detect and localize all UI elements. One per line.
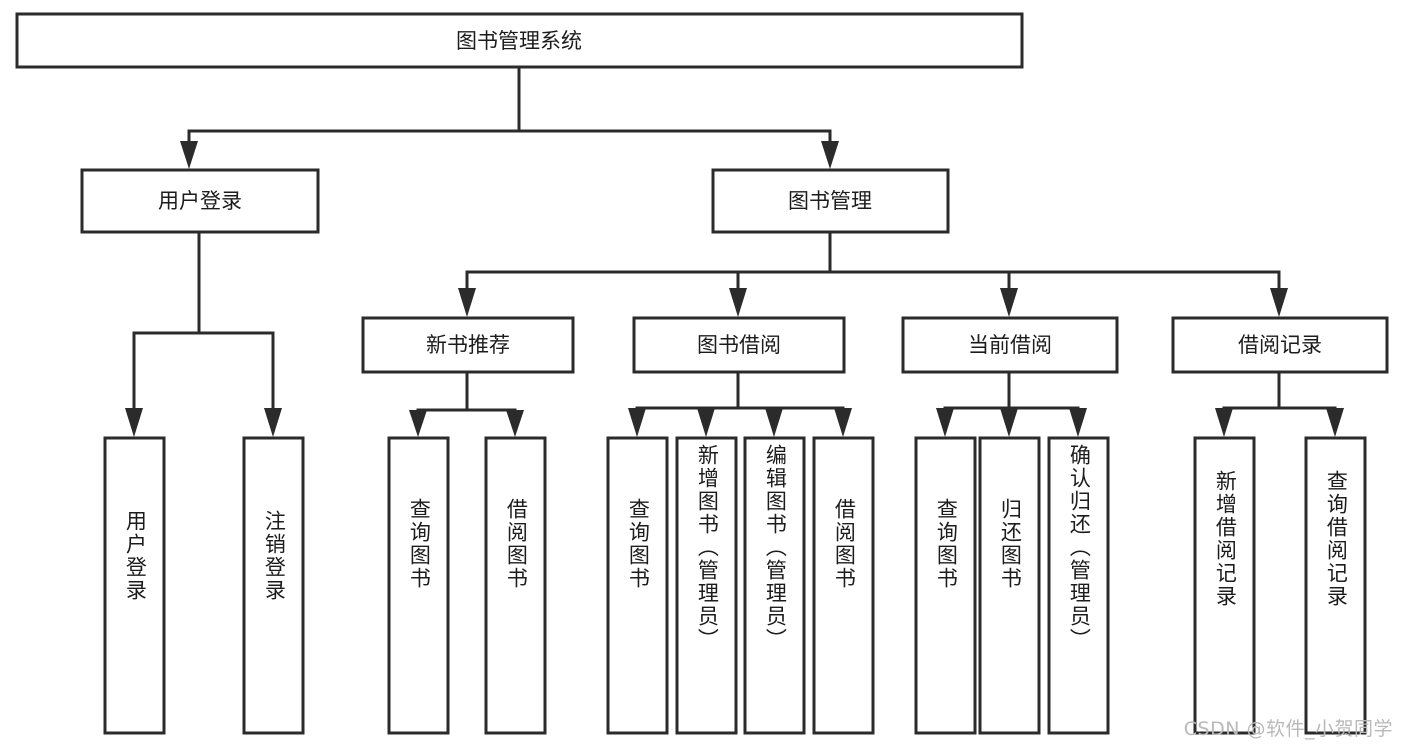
node-user-login-box[interactable] bbox=[80, 168, 320, 234]
leaf-box-cur-confirm[interactable] bbox=[1047, 436, 1110, 735]
node-book-borrow-box[interactable] bbox=[632, 316, 846, 374]
leaf-box-rec-query[interactable] bbox=[387, 436, 450, 735]
arrow-to-leaf-rec-query bbox=[409, 410, 427, 437]
arrow-to-leaf-cur-return bbox=[1000, 408, 1018, 437]
arrow-to-book-manage bbox=[821, 141, 839, 169]
node-root-label: 图书管理系统 bbox=[456, 29, 582, 53]
arrow-to-leaf-rec-borrow bbox=[506, 410, 524, 437]
leaf-box-borrow-do[interactable] bbox=[812, 436, 875, 735]
arrow-to-leaf-user-logout bbox=[264, 408, 282, 437]
node-new-book-rec-label: 新书推荐 bbox=[426, 333, 510, 357]
leaf-box-group bbox=[103, 436, 1367, 735]
arrow-to-leaf-borrow-do bbox=[834, 408, 852, 437]
leaf-box-rec-search[interactable] bbox=[1304, 436, 1367, 735]
leaf-box-borrow-add[interactable] bbox=[675, 436, 738, 735]
arrow-to-current-borrow bbox=[1000, 288, 1018, 317]
node-book-manage[interactable]: 图书管理 bbox=[711, 168, 950, 234]
node-book-borrow-label: 图书借阅 bbox=[697, 333, 781, 357]
leaf-box-borrow-edit[interactable] bbox=[743, 436, 806, 735]
node-current-borrow[interactable]: 当前借阅 bbox=[901, 316, 1119, 374]
node-new-book-rec-box[interactable] bbox=[361, 316, 575, 374]
node-new-book-rec[interactable]: 新书推荐 bbox=[361, 316, 575, 374]
arrow-to-leaf-borrow-query bbox=[628, 408, 646, 437]
leaf-box-rec-add[interactable] bbox=[1193, 436, 1256, 735]
connector-group bbox=[125, 65, 1344, 437]
leaf-box-user-login[interactable] bbox=[103, 436, 166, 735]
node-root-box[interactable] bbox=[15, 12, 1024, 69]
leaf-box-user-logout[interactable] bbox=[242, 436, 305, 735]
arrow-to-user-login bbox=[180, 141, 198, 169]
leaf-box-rec-borrow[interactable] bbox=[484, 436, 547, 735]
node-current-borrow-label: 当前借阅 bbox=[968, 333, 1052, 357]
node-borrow-record[interactable]: 借阅记录 bbox=[1171, 316, 1389, 374]
node-user-login-label: 用户登录 bbox=[158, 189, 242, 213]
node-book-manage-box[interactable] bbox=[711, 168, 950, 234]
arrow-to-book-borrow bbox=[729, 288, 747, 317]
arrow-to-leaf-rec-add bbox=[1215, 408, 1233, 437]
arrow-to-borrow-record bbox=[1270, 288, 1288, 317]
node-root[interactable]: 图书管理系统 bbox=[15, 12, 1024, 69]
node-borrow-record-box[interactable] bbox=[1171, 316, 1389, 374]
node-book-borrow[interactable]: 图书借阅 bbox=[632, 316, 846, 374]
leaf-box-borrow-query[interactable] bbox=[606, 436, 669, 735]
leaf-box-cur-return[interactable] bbox=[978, 436, 1041, 735]
node-current-borrow-box[interactable] bbox=[901, 316, 1119, 374]
arrow-to-leaf-borrow-add bbox=[697, 408, 715, 437]
node-user-login[interactable]: 用户登录 bbox=[80, 168, 320, 234]
arrow-to-leaf-rec-search bbox=[1326, 408, 1344, 437]
arrow-to-new-book-rec bbox=[458, 288, 476, 317]
node-borrow-record-label: 借阅记录 bbox=[1238, 333, 1322, 357]
csdn-watermark: CSDN @软件_小贺同学 bbox=[1183, 718, 1393, 740]
arrow-to-leaf-user-login bbox=[125, 408, 143, 437]
leaf-box-cur-query[interactable] bbox=[914, 436, 977, 735]
arrow-to-leaf-cur-query bbox=[936, 408, 954, 437]
node-book-manage-label: 图书管理 bbox=[788, 189, 872, 213]
arrow-to-leaf-cur-confirm bbox=[1069, 408, 1087, 437]
arrow-to-leaf-borrow-edit bbox=[765, 408, 783, 437]
